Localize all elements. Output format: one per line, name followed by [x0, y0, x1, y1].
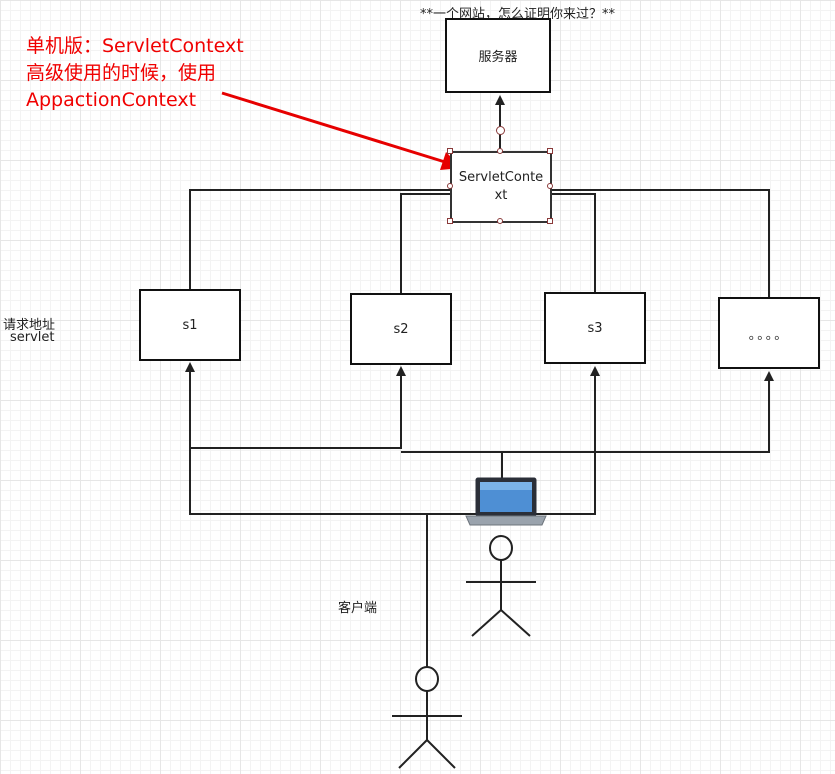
client-route-1 — [189, 366, 428, 668]
annotation-note: 单机版：ServletContext 高级使用的时候，使用 AppactionC… — [26, 33, 244, 114]
s2-label: s2 — [393, 321, 409, 337]
selection-handle[interactable] — [547, 218, 553, 224]
selection-handle[interactable] — [547, 148, 553, 154]
servlet-label: servlet — [10, 330, 55, 345]
s2-to-context-line — [400, 193, 452, 294]
annotation-line-3: AppactionContext — [26, 89, 197, 111]
more-to-context-line — [550, 189, 770, 298]
rotate-handle[interactable] — [496, 126, 505, 135]
selection-handle[interactable] — [497, 148, 503, 154]
laptop-route — [501, 371, 774, 480]
person-icon — [392, 666, 462, 769]
s1-label: s1 — [182, 317, 198, 333]
server-node[interactable]: 服务器 — [445, 18, 551, 93]
client-label: 客户端 — [338, 601, 378, 616]
laptop-icon — [465, 477, 547, 526]
selection-handle[interactable] — [497, 218, 503, 224]
more-label: 。。。。 — [748, 327, 790, 343]
request-address-label: 请求地址 — [3, 318, 56, 333]
s3-to-context-line — [550, 193, 596, 293]
selection-handle[interactable] — [547, 183, 553, 189]
person-icon — [466, 535, 536, 637]
annotation-line-2: 高级使用的时候，使用 — [26, 62, 217, 84]
servlet-context-node[interactable]: ServletConte xt — [450, 151, 552, 223]
more-node[interactable]: 。。。。 — [718, 297, 820, 369]
selection-handle[interactable] — [447, 148, 453, 154]
servlet-context-label: ServletConte xt — [458, 170, 544, 203]
annotation-line-1: 单机版：ServletContext — [26, 35, 244, 57]
selection-handle[interactable] — [447, 218, 453, 224]
s1-node[interactable]: s1 — [139, 289, 241, 361]
selection-handle[interactable] — [447, 183, 453, 189]
annotation-arrow — [221, 91, 462, 170]
s1-to-context-line — [189, 189, 452, 290]
server-label: 服务器 — [478, 50, 518, 65]
s3-node[interactable]: s3 — [544, 292, 646, 364]
s3-label: s3 — [587, 320, 603, 336]
s2-node[interactable]: s2 — [350, 293, 452, 365]
